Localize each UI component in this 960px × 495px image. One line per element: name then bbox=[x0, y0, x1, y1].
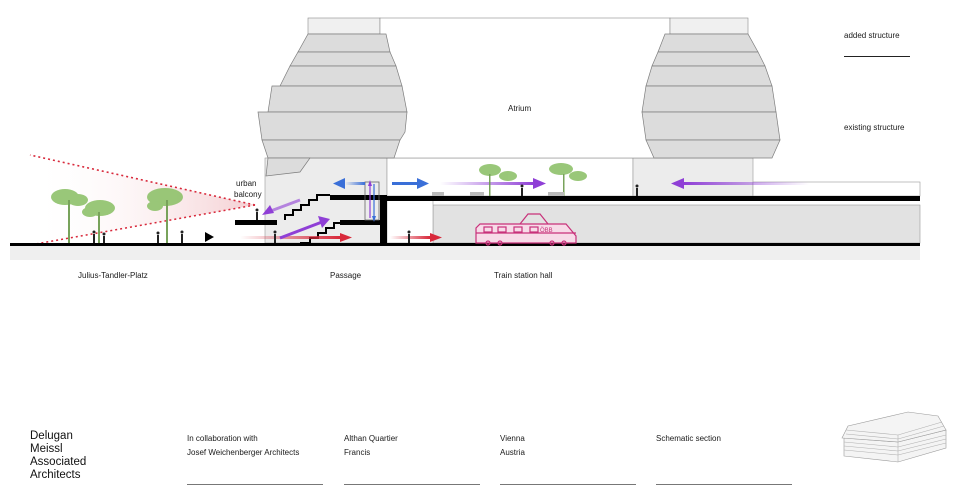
view-cone bbox=[29, 154, 256, 246]
atrium-label: Atrium bbox=[508, 104, 532, 113]
firm-line-1: Delugan bbox=[30, 430, 73, 442]
train-station-hall-label: Train station hall bbox=[494, 271, 553, 280]
added-structure-right-tower bbox=[641, 33, 781, 159]
tree-plaza-2 bbox=[82, 200, 115, 243]
legend-added-structure: added structure bbox=[844, 31, 900, 40]
lift-shaft bbox=[364, 180, 380, 222]
footer-rule-2 bbox=[344, 484, 480, 485]
firm-line-4: Architects bbox=[30, 469, 81, 481]
firm-line-2: Meissl bbox=[30, 443, 63, 455]
tree-deck-2 bbox=[549, 163, 587, 196]
project-line1: Althan Quartier bbox=[344, 434, 398, 443]
footer-drawing-type: Schematic section bbox=[656, 432, 721, 446]
footer-collaboration: In collaboration with Josef Weichenberge… bbox=[187, 432, 299, 460]
firm-name: Delugan Meissl Associated Architects bbox=[30, 430, 86, 482]
ground-shadow bbox=[10, 246, 920, 260]
slabs bbox=[10, 195, 920, 246]
urban-balcony-label-line1: urban bbox=[236, 179, 257, 188]
footer-rule-1 bbox=[187, 484, 323, 485]
added-structure-left-tower bbox=[257, 33, 408, 177]
footer-location: Vienna Austria bbox=[500, 432, 525, 460]
people bbox=[92, 184, 639, 243]
firm-line-3: Associated bbox=[30, 456, 87, 468]
footer-rule-4 bbox=[656, 484, 792, 485]
tree-plaza-3 bbox=[147, 188, 183, 243]
collab-line1: In collaboration with bbox=[187, 434, 258, 443]
julius-tandler-platz-label: Julius-Tandler-Platz bbox=[78, 271, 148, 280]
tree-plaza-1 bbox=[51, 189, 88, 243]
location-line1: Vienna bbox=[500, 434, 525, 443]
collab-line2: Josef Weichenberger Architects bbox=[187, 448, 300, 457]
legend-existing-structure: existing structure bbox=[844, 123, 905, 132]
footer-project: Althan Quartier Francis bbox=[344, 432, 398, 460]
trees bbox=[51, 163, 587, 243]
location-line2: Austria bbox=[500, 448, 525, 457]
legend-added-line bbox=[844, 56, 910, 57]
passage-label: Passage bbox=[330, 271, 362, 280]
building-thumbnail bbox=[841, 411, 947, 463]
urban-balcony-label-line2: balcony bbox=[234, 190, 262, 199]
staircase bbox=[284, 194, 342, 244]
drawing-type: Schematic section bbox=[656, 434, 721, 443]
project-line2: Francis bbox=[344, 448, 371, 457]
train-badge: ÖBB bbox=[540, 228, 553, 234]
footer-rule-3 bbox=[500, 484, 636, 485]
train bbox=[475, 213, 577, 246]
tree-deck-1 bbox=[479, 164, 517, 196]
